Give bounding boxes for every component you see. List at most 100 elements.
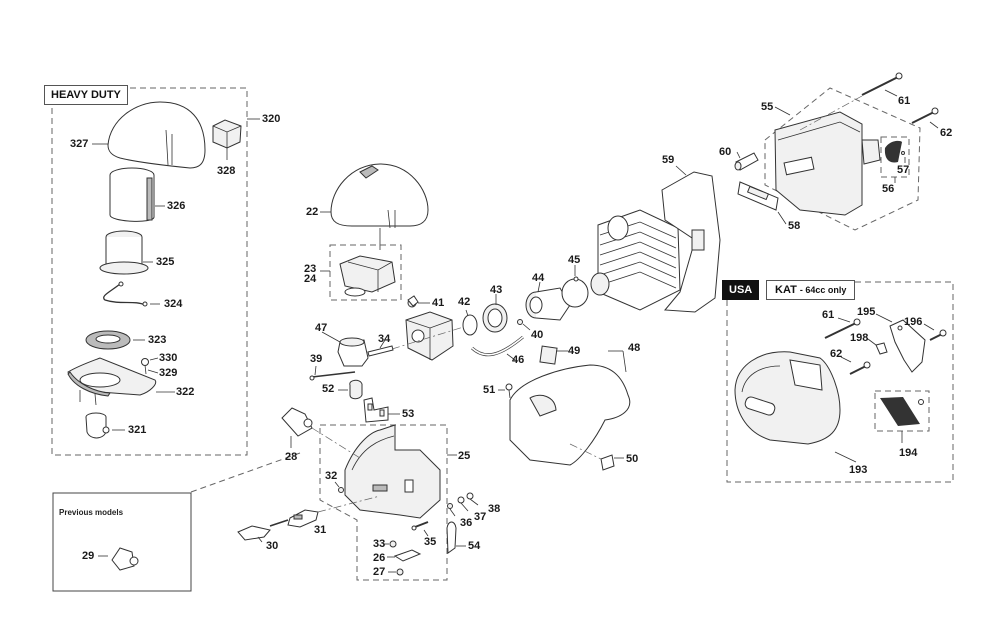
label-27: 27 xyxy=(373,566,386,578)
part-28-bracket[interactable] xyxy=(281,407,361,459)
part-321-elbow-fitting[interactable] xyxy=(85,412,125,439)
part-36-37-38-washers[interactable] xyxy=(447,492,479,517)
label-32: 32 xyxy=(325,470,338,482)
part-323-gasket[interactable] xyxy=(85,330,145,350)
label-35: 35 xyxy=(424,536,437,548)
label-39: 39 xyxy=(310,353,323,365)
label-28: 28 xyxy=(285,451,298,463)
label-25: 25 xyxy=(458,450,471,462)
part-27-screw[interactable] xyxy=(388,568,404,576)
part-196-screw[interactable] xyxy=(923,323,947,341)
label-38: 38 xyxy=(488,503,501,515)
part-45-ring[interactable] xyxy=(561,265,589,308)
part-326-filter-sleeve[interactable] xyxy=(109,167,165,222)
label-44: 44 xyxy=(532,272,545,284)
label-62: 62 xyxy=(940,127,953,139)
part-322-base-plate[interactable] xyxy=(67,357,175,406)
part-30-trigger[interactable] xyxy=(237,519,289,543)
label-328: 328 xyxy=(217,165,236,177)
part-33-nut[interactable] xyxy=(383,540,397,548)
label-193: 193 xyxy=(849,464,868,476)
part-327-filter-cover[interactable] xyxy=(92,101,206,169)
part-cylinder[interactable] xyxy=(590,209,681,311)
part-328-block[interactable] xyxy=(212,119,242,160)
part-194-heat-screen[interactable] xyxy=(874,390,930,443)
kat-title-text: KAT xyxy=(775,284,797,296)
part-324-wire-clip[interactable] xyxy=(103,281,160,307)
label-321: 321 xyxy=(128,424,147,436)
part-31-trigger-lever[interactable] xyxy=(287,495,381,528)
part-61-bolt[interactable] xyxy=(799,72,903,131)
part-23-24-air-filter[interactable] xyxy=(339,255,396,297)
part-59-heat-shield[interactable] xyxy=(661,165,721,313)
part-50-insert[interactable] xyxy=(569,443,624,471)
part-60-spacer[interactable] xyxy=(734,151,759,171)
label-45: 45 xyxy=(568,254,581,266)
part-44-intake-boot[interactable] xyxy=(525,281,571,321)
part-53-plate[interactable] xyxy=(363,397,400,423)
part-54-bracket[interactable] xyxy=(446,521,466,554)
part-52-damper[interactable] xyxy=(338,379,363,400)
part-43-flange[interactable] xyxy=(482,294,508,333)
part-46-fuel-hose[interactable] xyxy=(470,335,524,361)
part-61-kat-bolt[interactable] xyxy=(824,317,861,339)
part-39-bolt[interactable] xyxy=(309,365,356,381)
label-194: 194 xyxy=(899,447,918,459)
part-29-bracket[interactable] xyxy=(98,547,139,571)
kat-subtitle: - 64cc only xyxy=(799,285,847,295)
part-56-57-spark-screen[interactable] xyxy=(880,136,910,183)
part-329-330-screw[interactable] xyxy=(141,357,159,375)
label-330: 330 xyxy=(159,352,178,364)
part-51-screw[interactable] xyxy=(498,383,513,399)
part-25-housing[interactable] xyxy=(344,424,441,519)
part-carburetor[interactable] xyxy=(391,311,471,361)
label-323: 323 xyxy=(148,334,167,346)
label-31: 31 xyxy=(314,524,327,536)
usa-kat-group-frame xyxy=(726,281,954,483)
part-62-kat-bolt[interactable] xyxy=(840,356,871,375)
part-49-screen[interactable] xyxy=(539,345,568,365)
part-325-filter-element[interactable] xyxy=(99,230,153,275)
part-35-screw[interactable] xyxy=(411,521,429,537)
part-32-nut[interactable] xyxy=(334,481,344,493)
label-325: 325 xyxy=(156,256,175,268)
part-193-catalytic-muffler[interactable] xyxy=(734,351,857,463)
label-26: 26 xyxy=(373,552,386,564)
part-48-muffler-cover[interactable] xyxy=(509,350,631,466)
part-40-nut[interactable] xyxy=(517,319,531,331)
label-60: 60 xyxy=(719,146,732,158)
label-58: 58 xyxy=(788,220,801,232)
heavy-duty-group-frame xyxy=(51,87,260,456)
heavy-duty-title: HEAVY DUTY xyxy=(44,85,128,105)
part-34-sleeve[interactable] xyxy=(367,339,394,357)
part-41-fitting[interactable] xyxy=(407,295,430,308)
label-198: 198 xyxy=(850,332,869,344)
part-58-muffler-gasket[interactable] xyxy=(737,181,787,225)
label-49: 49 xyxy=(568,345,581,357)
label-329: 329 xyxy=(159,367,178,379)
part-198-clip[interactable] xyxy=(867,338,888,355)
previous-models-frame xyxy=(52,452,301,592)
part-62-bolt[interactable] xyxy=(911,107,939,129)
label-42: 42 xyxy=(458,296,471,308)
label-55: 55 xyxy=(761,101,774,113)
part-195-bracket[interactable] xyxy=(875,313,926,373)
label-41: 41 xyxy=(432,297,445,309)
part-42-clamp[interactable] xyxy=(462,309,478,336)
part-47-manifold[interactable] xyxy=(321,331,369,367)
label-57: 57 xyxy=(897,164,910,176)
kat-title: KAT - 64cc only xyxy=(766,280,856,300)
part-55-muffler[interactable] xyxy=(774,111,881,216)
part-26-plate[interactable] xyxy=(387,549,422,562)
label-324: 324 xyxy=(164,298,183,310)
part-25-group-frame xyxy=(319,424,457,581)
label-47: 47 xyxy=(315,322,328,334)
usa-badge: USA xyxy=(722,280,760,300)
part-22-air-filter-cover[interactable] xyxy=(320,163,429,250)
label-326: 326 xyxy=(167,200,186,212)
label-30: 30 xyxy=(266,540,279,552)
label-61: 61 xyxy=(898,95,911,107)
label-322: 322 xyxy=(176,386,195,398)
